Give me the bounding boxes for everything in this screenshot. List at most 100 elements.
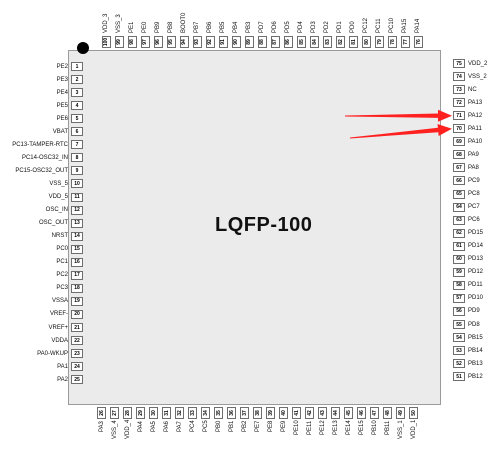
pin-number-box: 16 — [71, 257, 83, 267]
pin-number: 48 — [384, 410, 391, 416]
pin-label: NC — [468, 86, 477, 93]
pin-number-box: 14 — [71, 231, 83, 241]
pin-number-box: 69 — [453, 137, 465, 147]
pin-number-box: 45 — [344, 407, 354, 419]
pin-number: 36 — [228, 410, 235, 416]
pin-label: PD10 — [468, 295, 484, 302]
pin-number: 80 — [363, 39, 370, 45]
pin-label: PA4 — [137, 420, 144, 432]
pin-number: 78 — [389, 39, 396, 45]
pin-label: PC10 — [389, 17, 396, 33]
chip-body — [68, 50, 441, 405]
pin-number: 32 — [176, 410, 183, 416]
pin-number-box: 85 — [296, 36, 306, 48]
pin-number-box: 50 — [409, 407, 419, 419]
pin-number: 31 — [163, 410, 170, 416]
pin-label: VDD_5 — [48, 194, 68, 200]
pin-number: 46 — [358, 410, 365, 416]
pin-number-box: 70 — [453, 124, 465, 134]
pin-number-box: 71 — [453, 111, 465, 121]
pin-label: PD5 — [285, 21, 292, 33]
pin-label: PE1 — [129, 21, 136, 33]
pin-number-box: 52 — [453, 359, 465, 369]
pin-number-box: 77 — [400, 36, 410, 48]
pin-number: 90 — [233, 39, 240, 45]
pin-number-box: 25 — [71, 375, 83, 385]
pin-number-box: 57 — [453, 293, 465, 303]
pin-label: PC14-OSC32_IN — [21, 154, 68, 161]
pin-number-box: 90 — [231, 36, 241, 48]
pin-number-box: 51 — [453, 372, 465, 382]
pin-label: PC5 — [202, 420, 209, 432]
pin-number: 98 — [129, 39, 136, 45]
pin-number: 45 — [345, 410, 352, 416]
pin-number: 47 — [371, 410, 378, 416]
pin-label: PA13 — [468, 99, 483, 106]
pin-label: VSS_5 — [49, 180, 68, 187]
pin-label: PD9 — [468, 308, 480, 315]
pin-number-box: 21 — [71, 323, 83, 332]
pin-number: 76 — [415, 39, 422, 45]
pin-label: VDD_2 — [468, 60, 488, 67]
pin-number-box: 44 — [331, 407, 341, 419]
pin-number: 35 — [215, 410, 222, 416]
pin-label: PA5 — [150, 420, 157, 432]
pin-number-box: 1 — [71, 62, 83, 71]
pin-number: 91 — [220, 39, 227, 45]
pin-number-box: 6 — [71, 127, 83, 137]
pin1-marker-dot — [77, 42, 89, 54]
pin-label: PD1 — [337, 21, 344, 33]
pin-number: 49 — [397, 410, 404, 416]
pin-label: PB14 — [468, 347, 483, 354]
pin-label: PC4 — [189, 420, 196, 432]
pin-label: PC7 — [468, 204, 480, 211]
pin-number-box: 58 — [453, 280, 465, 290]
pin-number-box: 79 — [374, 36, 384, 48]
pin-number-box: 89 — [244, 36, 254, 48]
pin-label: PA10 — [468, 138, 483, 145]
pin-label: PE4 — [56, 89, 68, 96]
pin-number-box: 82 — [335, 36, 345, 48]
pin-label: PA11 — [468, 125, 482, 132]
pin-label: PC2 — [56, 272, 68, 279]
pin-number-box: 81 — [348, 36, 358, 48]
pin-label: PE8 — [267, 420, 274, 432]
pin-number-box: 83 — [322, 36, 332, 48]
pin-label: VSS_4 — [111, 419, 118, 439]
pin-number: 43 — [319, 410, 326, 416]
pin-label: PA9 — [468, 151, 479, 158]
pin-label: PB13 — [468, 360, 483, 367]
pin-label: PC13-TAMPER-RTC — [12, 141, 68, 148]
pin-number-box: 61 — [453, 241, 465, 251]
pin-label: PB5 — [220, 21, 227, 33]
pin-number-box: 97 — [140, 36, 150, 48]
pin-number-box: 40 — [279, 407, 289, 419]
pin-number-box: 19 — [71, 296, 83, 306]
pin-number: 81 — [350, 39, 357, 45]
pin-label: PA2 — [57, 376, 68, 383]
pin-label: PC9 — [468, 177, 480, 184]
pin-number-box: 15 — [71, 244, 83, 254]
pin-number: 88 — [259, 39, 266, 45]
pin-number: 84 — [311, 39, 318, 45]
pin-number-box: 9 — [71, 166, 83, 176]
pin-label: PD13 — [468, 256, 484, 263]
pin-number-box: 74 — [453, 72, 465, 82]
pin-number-box: 87 — [270, 36, 280, 48]
pin-label: VDD_4 — [124, 419, 131, 439]
pin-number-box: 55 — [453, 320, 465, 329]
pin-label: PB10 — [371, 420, 378, 436]
pin-label: PC8 — [468, 191, 480, 197]
pin-number-box: 62 — [453, 228, 465, 238]
pin-number-box: 84 — [309, 36, 319, 48]
pin-number: 85 — [298, 39, 305, 45]
pin-number-box: 12 — [71, 205, 83, 215]
pin-label: PA1 — [57, 363, 68, 370]
pin-number: 33 — [189, 410, 196, 416]
pin-number: 100 — [103, 37, 109, 47]
pin-number: 27 — [111, 410, 118, 416]
pin-number-box: 3 — [71, 88, 83, 98]
pin-number-box: 37 — [240, 407, 250, 419]
pin-number: 34 — [202, 410, 209, 416]
pin-label: VSS_3 — [116, 14, 123, 33]
